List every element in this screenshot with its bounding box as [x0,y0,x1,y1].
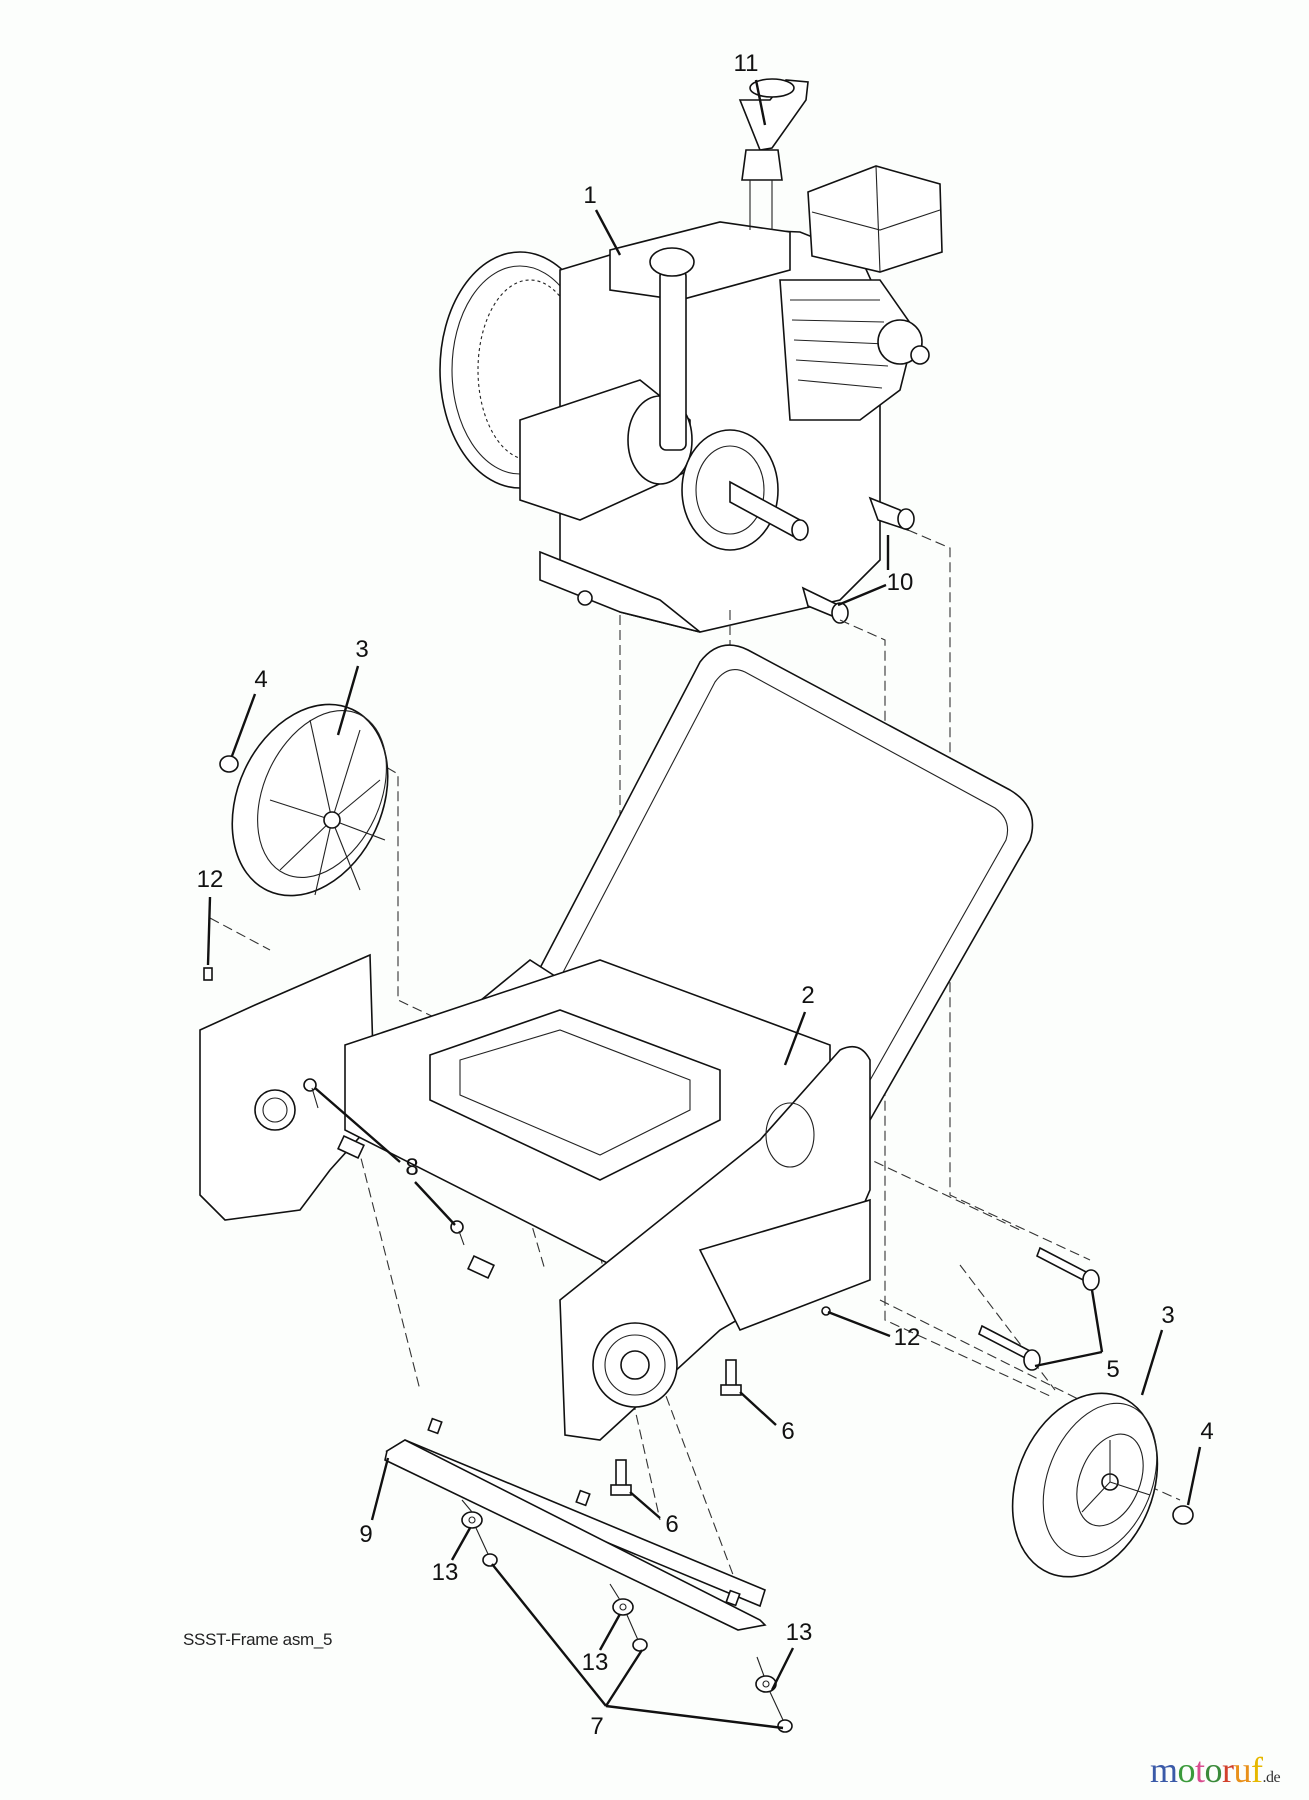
fastener-parts [203,967,831,1496]
watermark-letter: o [1204,1750,1223,1790]
callout-c4r[interactable]: 4 [1200,1418,1214,1445]
watermark-letter: m [1150,1750,1178,1790]
watermark-wordmark: motoruf [1150,1750,1263,1790]
callout-c12l[interactable]: 12 [196,866,224,893]
scraper-bar-part [384,1417,767,1631]
callout-c13a[interactable]: 13 [431,1559,459,1586]
motoruf-watermark: motoruf.de [1150,1750,1281,1790]
watermark-letter: u [1233,1750,1252,1790]
callout-c12r[interactable]: 12 [893,1324,921,1351]
frame-housing [199,953,871,1441]
washer-and-nut-parts [461,1499,793,1733]
left-wheel-part [219,703,389,897]
watermark-tld: .de [1262,1769,1281,1786]
watermark-letter: o [1177,1750,1196,1790]
engine-assembly [439,165,943,633]
callout-c6l[interactable]: 6 [665,1511,679,1538]
callout-c13b[interactable]: 13 [581,1649,609,1676]
starter-handle-part [738,78,809,230]
callout-c10[interactable]: 10 [886,569,914,596]
leader-lines [206,79,1202,1730]
watermark-letter: r [1222,1750,1234,1790]
callout-c1[interactable]: 1 [583,182,597,209]
callout-c6u[interactable]: 6 [781,1418,795,1445]
hex-bolt-parts [978,1246,1100,1371]
callout-c8[interactable]: 8 [405,1154,419,1181]
callout-c4l[interactable]: 4 [254,666,268,693]
drawing-caption: SSST-Frame asm_5 [183,1630,333,1649]
callout-c3r[interactable]: 3 [1161,1302,1175,1329]
watermark-letter: t [1195,1750,1205,1790]
callout-c5[interactable]: 5 [1106,1356,1120,1383]
callout-c2[interactable]: 2 [801,982,815,1009]
right-wheel-part [1011,1392,1194,1578]
callout-c11[interactable]: 11 [733,50,759,77]
watermark-letter: f [1251,1750,1263,1790]
spacer-parts [801,496,915,624]
callout-c3l[interactable]: 3 [355,636,369,663]
callout-c7[interactable]: 7 [590,1713,604,1740]
callout-c9[interactable]: 9 [359,1521,373,1548]
callout-c13c[interactable]: 13 [785,1619,813,1646]
